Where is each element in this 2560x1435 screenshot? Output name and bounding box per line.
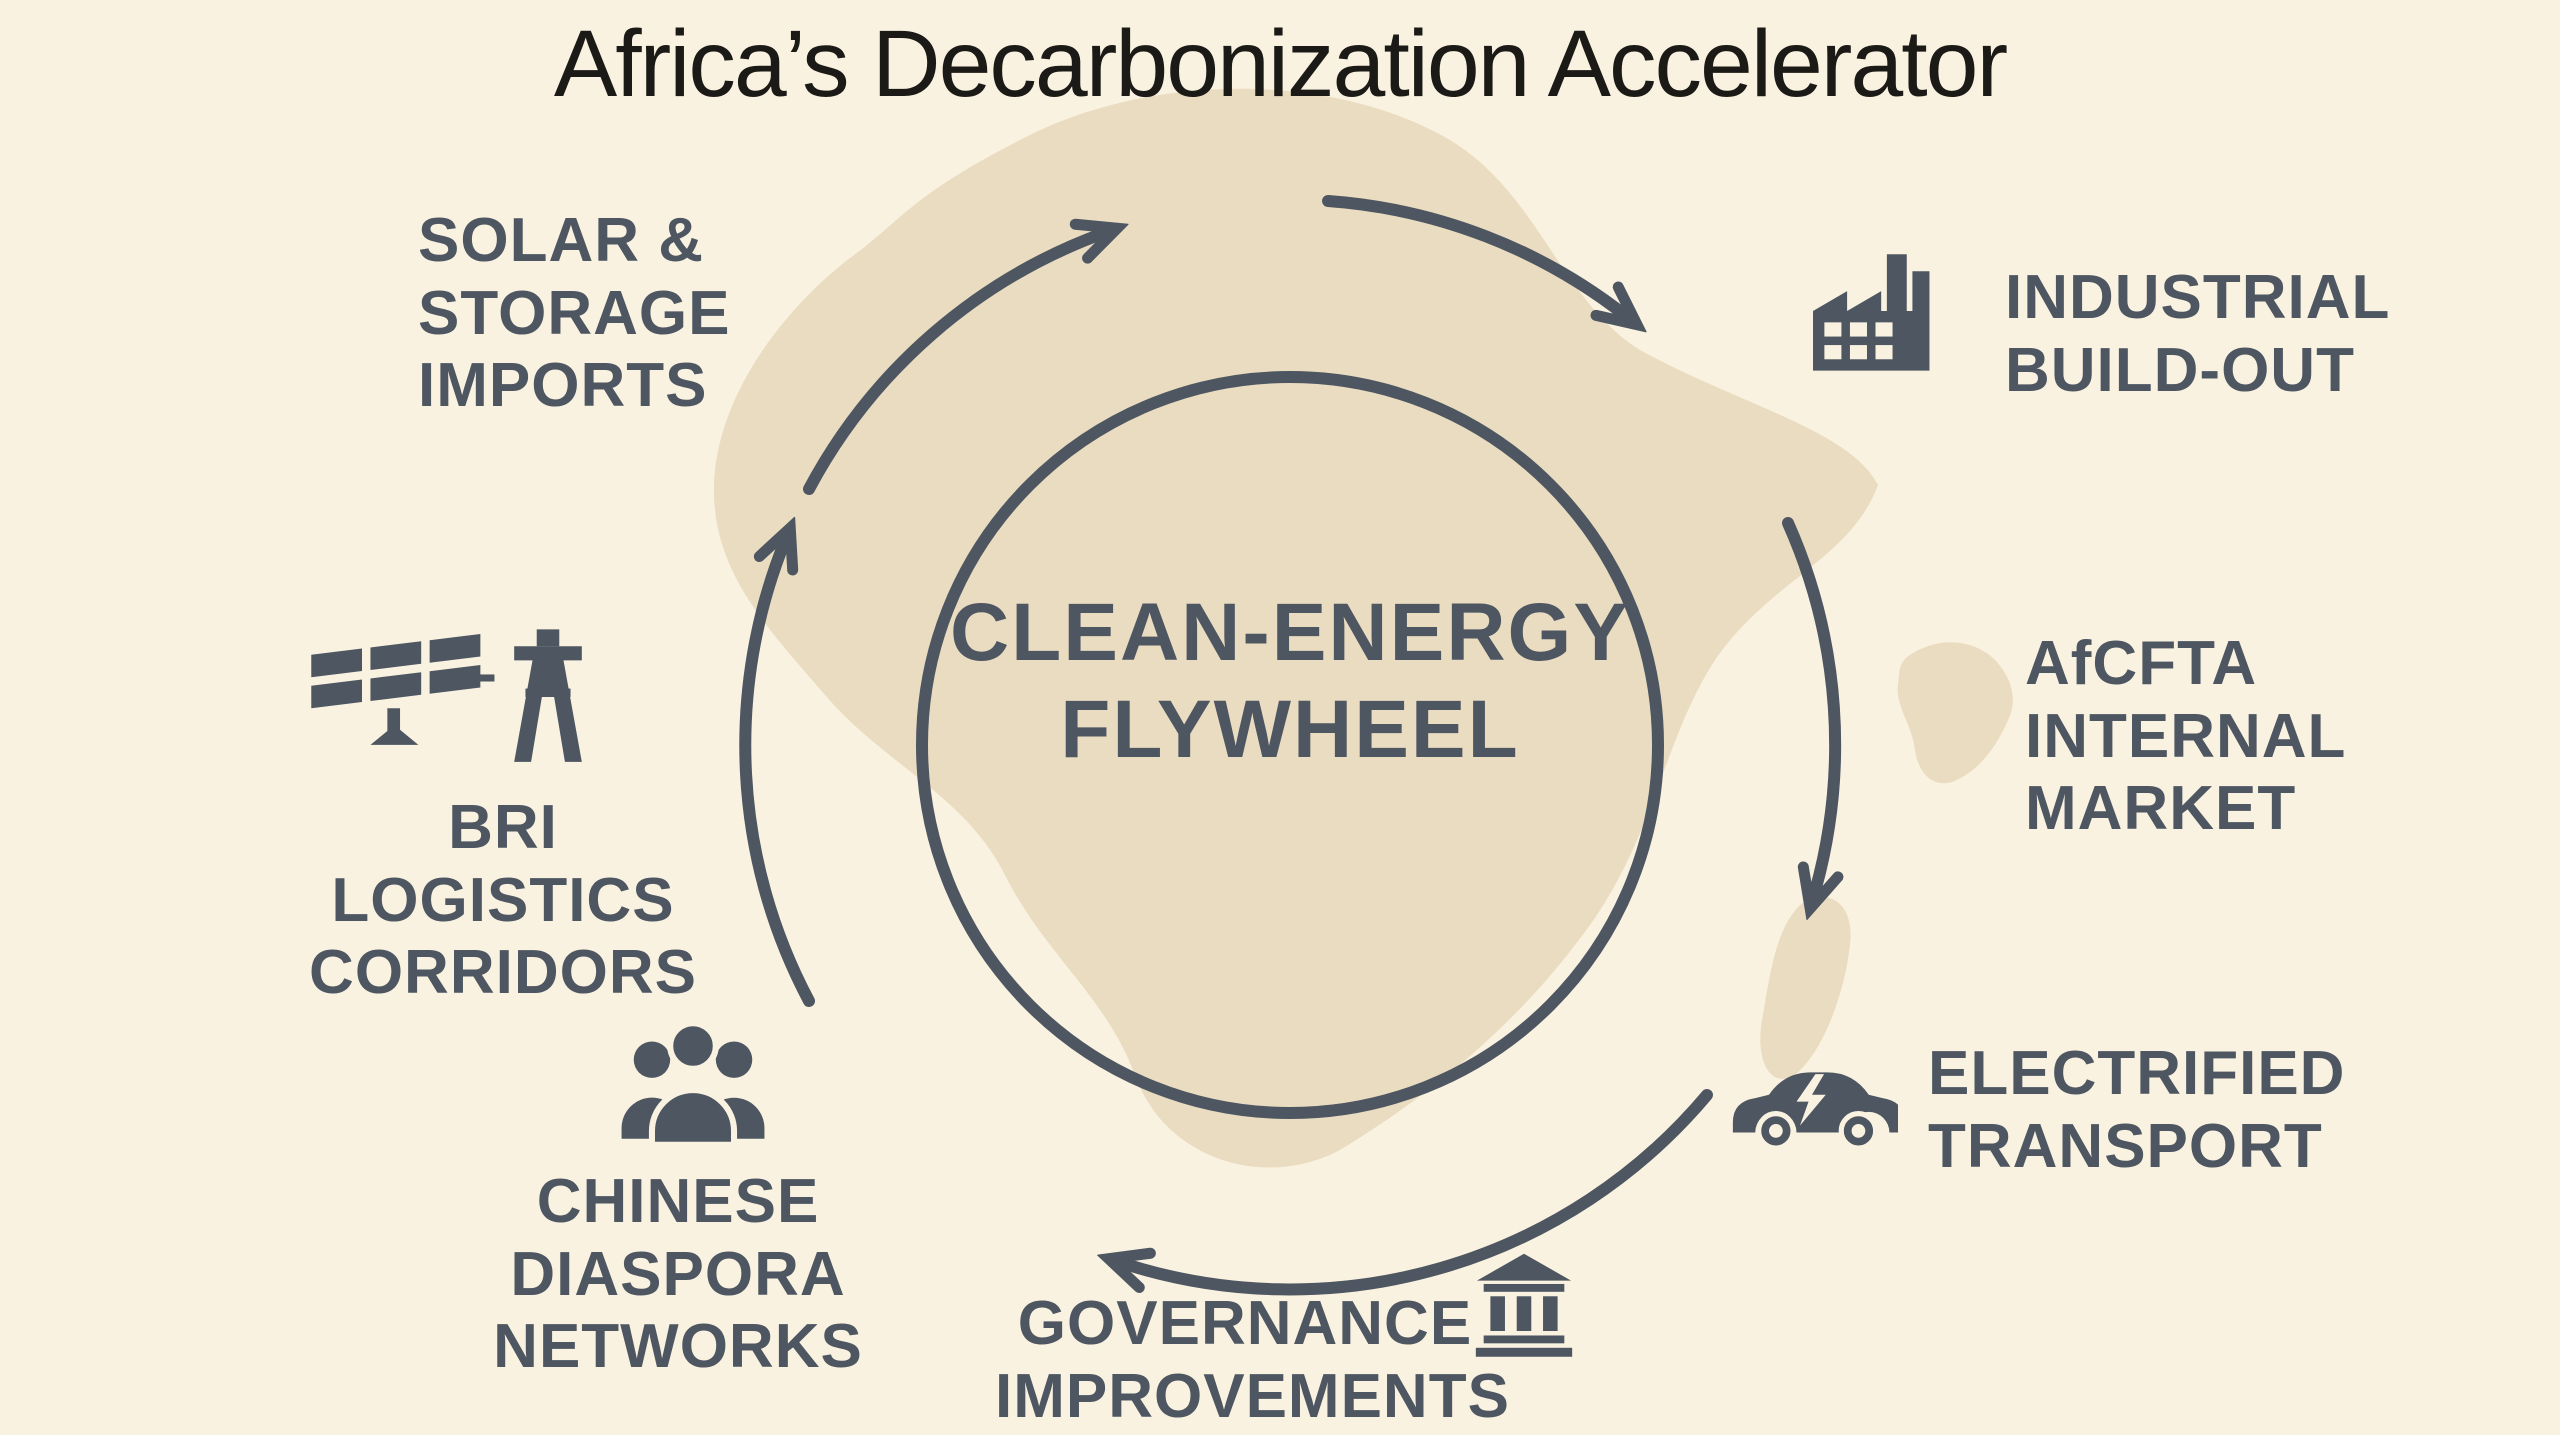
solar-panel-and-pylon-icon [300,622,610,772]
flywheel-arc-left [739,541,815,1007]
flywheel-arc-top-left [803,233,1104,495]
diagram-title: Africa’s Decarbonization Accelerator [553,11,2008,117]
flywheel-center-label: CLEAN-ENERGY FLYWHEEL [949,587,1631,775]
electric-car-icon [1726,1032,1898,1154]
madagascar-silhouette [1760,897,1851,1079]
bank-icon [1468,1243,1580,1363]
flywheel-arc-right [1782,517,1835,895]
transmission-tower-icon [514,629,582,762]
factory-icon [1798,240,1953,382]
solar-panel-icon [311,633,495,745]
node-label-industrial-build-out: INDUSTRIAL BUILD-OUT [2005,263,2391,405]
flywheel-inner-circle [916,371,1664,1119]
node-label-electrified-transport: ELECTRIFIED TRANSPORT [1928,1039,2346,1181]
flywheel-arrow-arcs [739,195,1835,1296]
node-label-solar-storage-imports: SOLAR & STORAGE IMPORTS [418,206,731,421]
lightning-bolt-icon [1796,1074,1826,1126]
flywheel-rings [739,195,1835,1296]
small-africa-silhouette [1897,642,2013,784]
node-label-chinese-diaspora-networks: CHINESE DIASPORA NETWORKS [493,1167,863,1382]
node-label-bri-logistics-corridors: BRI LOGISTICS CORRIDORS [309,793,697,1008]
node-label-governance-improvements: GOVERNANCE IMPROVEMENTS [995,1289,1510,1431]
flywheel-arc-top-right [1322,195,1626,316]
people-icon [598,1008,788,1160]
africa-map-silhouette [713,88,2013,1168]
flywheel-arc-bottom [1122,1089,1713,1296]
node-label-afcfta-internal-market: AfCFTA INTERNAL MARKET [2025,629,2347,844]
